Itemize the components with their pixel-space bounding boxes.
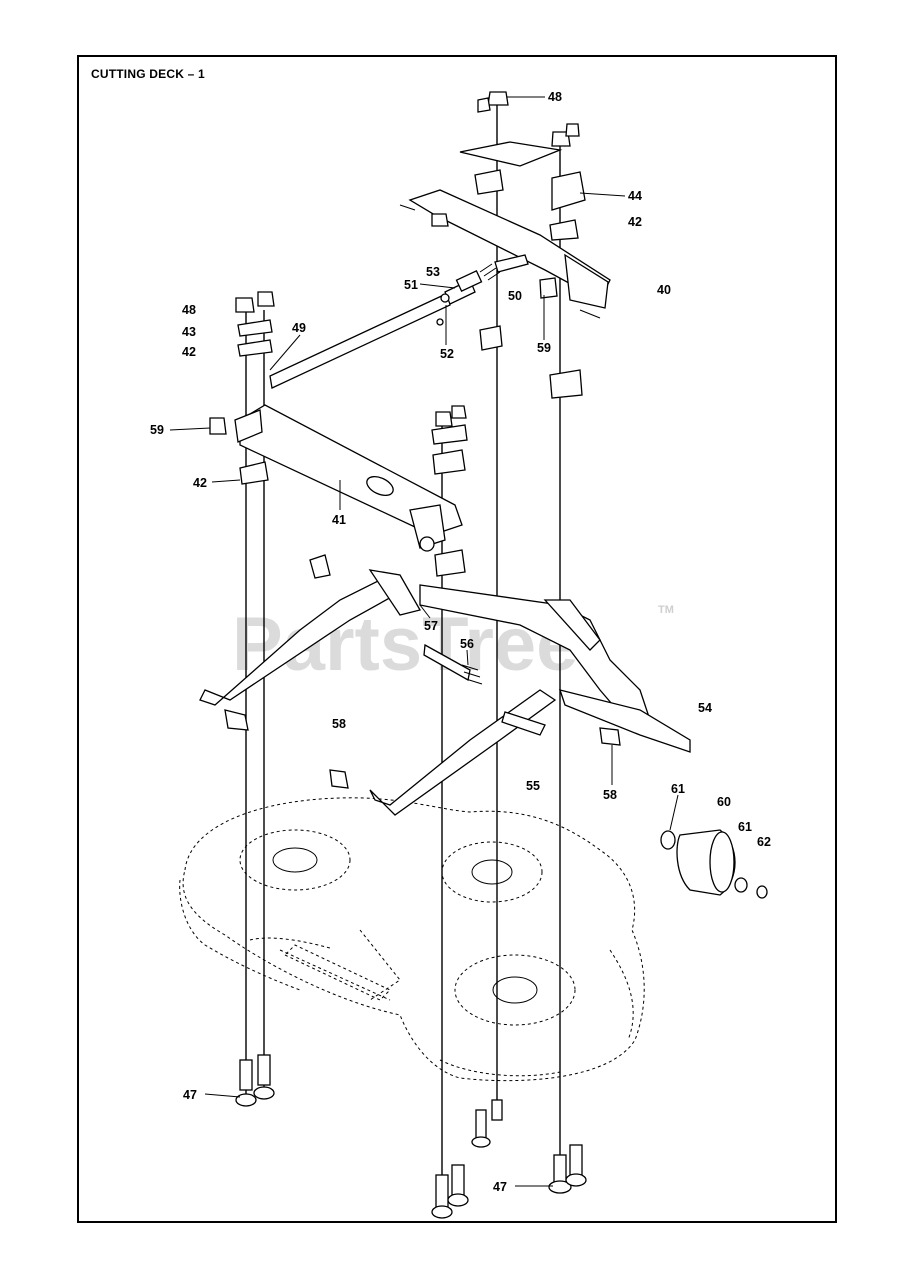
callout-54: 54 <box>698 701 712 715</box>
top-bracket-assembly <box>399 91 611 399</box>
callout-51: 51 <box>404 278 418 292</box>
callout-56: 56 <box>460 637 474 651</box>
leader-lines <box>169 96 679 1187</box>
callout-42-mid: 42 <box>193 476 207 490</box>
callout-40: 40 <box>657 283 671 297</box>
diagram-frame <box>77 55 837 1223</box>
callout-59-left: 59 <box>150 423 164 437</box>
callout-48-top: 48 <box>548 90 562 104</box>
callout-47-right: 47 <box>493 1180 507 1194</box>
callout-60: 60 <box>717 795 731 809</box>
deck-housing <box>179 797 645 1082</box>
callout-50: 50 <box>508 289 522 303</box>
callout-labels: 48 44 42 53 51 50 40 59 52 48 43 42 49 5… <box>150 90 771 1194</box>
callout-47-left: 47 <box>183 1088 197 1102</box>
callout-42-right: 42 <box>628 215 642 229</box>
lift-arms <box>199 554 691 816</box>
callout-48-left: 48 <box>182 303 196 317</box>
diagram-title: CUTTING DECK – 1 <box>91 67 205 81</box>
callout-61-a: 61 <box>671 782 685 796</box>
callout-61-b: 61 <box>738 820 752 834</box>
callout-55: 55 <box>526 779 540 793</box>
callout-44: 44 <box>628 189 642 203</box>
callout-52: 52 <box>440 347 454 361</box>
pivot-shaft <box>209 291 468 577</box>
callout-62: 62 <box>757 835 771 849</box>
callout-58-left: 58 <box>332 717 346 731</box>
callout-42-left: 42 <box>182 345 196 359</box>
link-rod-assembly <box>269 254 529 389</box>
callout-41: 41 <box>332 513 346 527</box>
bottom-bolts <box>235 1054 587 1219</box>
callout-53: 53 <box>426 265 440 279</box>
callout-43: 43 <box>182 325 196 339</box>
watermark-trademark: TM <box>658 604 674 616</box>
callout-59-right: 59 <box>537 341 551 355</box>
callout-57: 57 <box>424 619 438 633</box>
callout-58-right: 58 <box>603 788 617 802</box>
callout-49: 49 <box>292 321 306 335</box>
gauge-roller <box>660 829 768 899</box>
